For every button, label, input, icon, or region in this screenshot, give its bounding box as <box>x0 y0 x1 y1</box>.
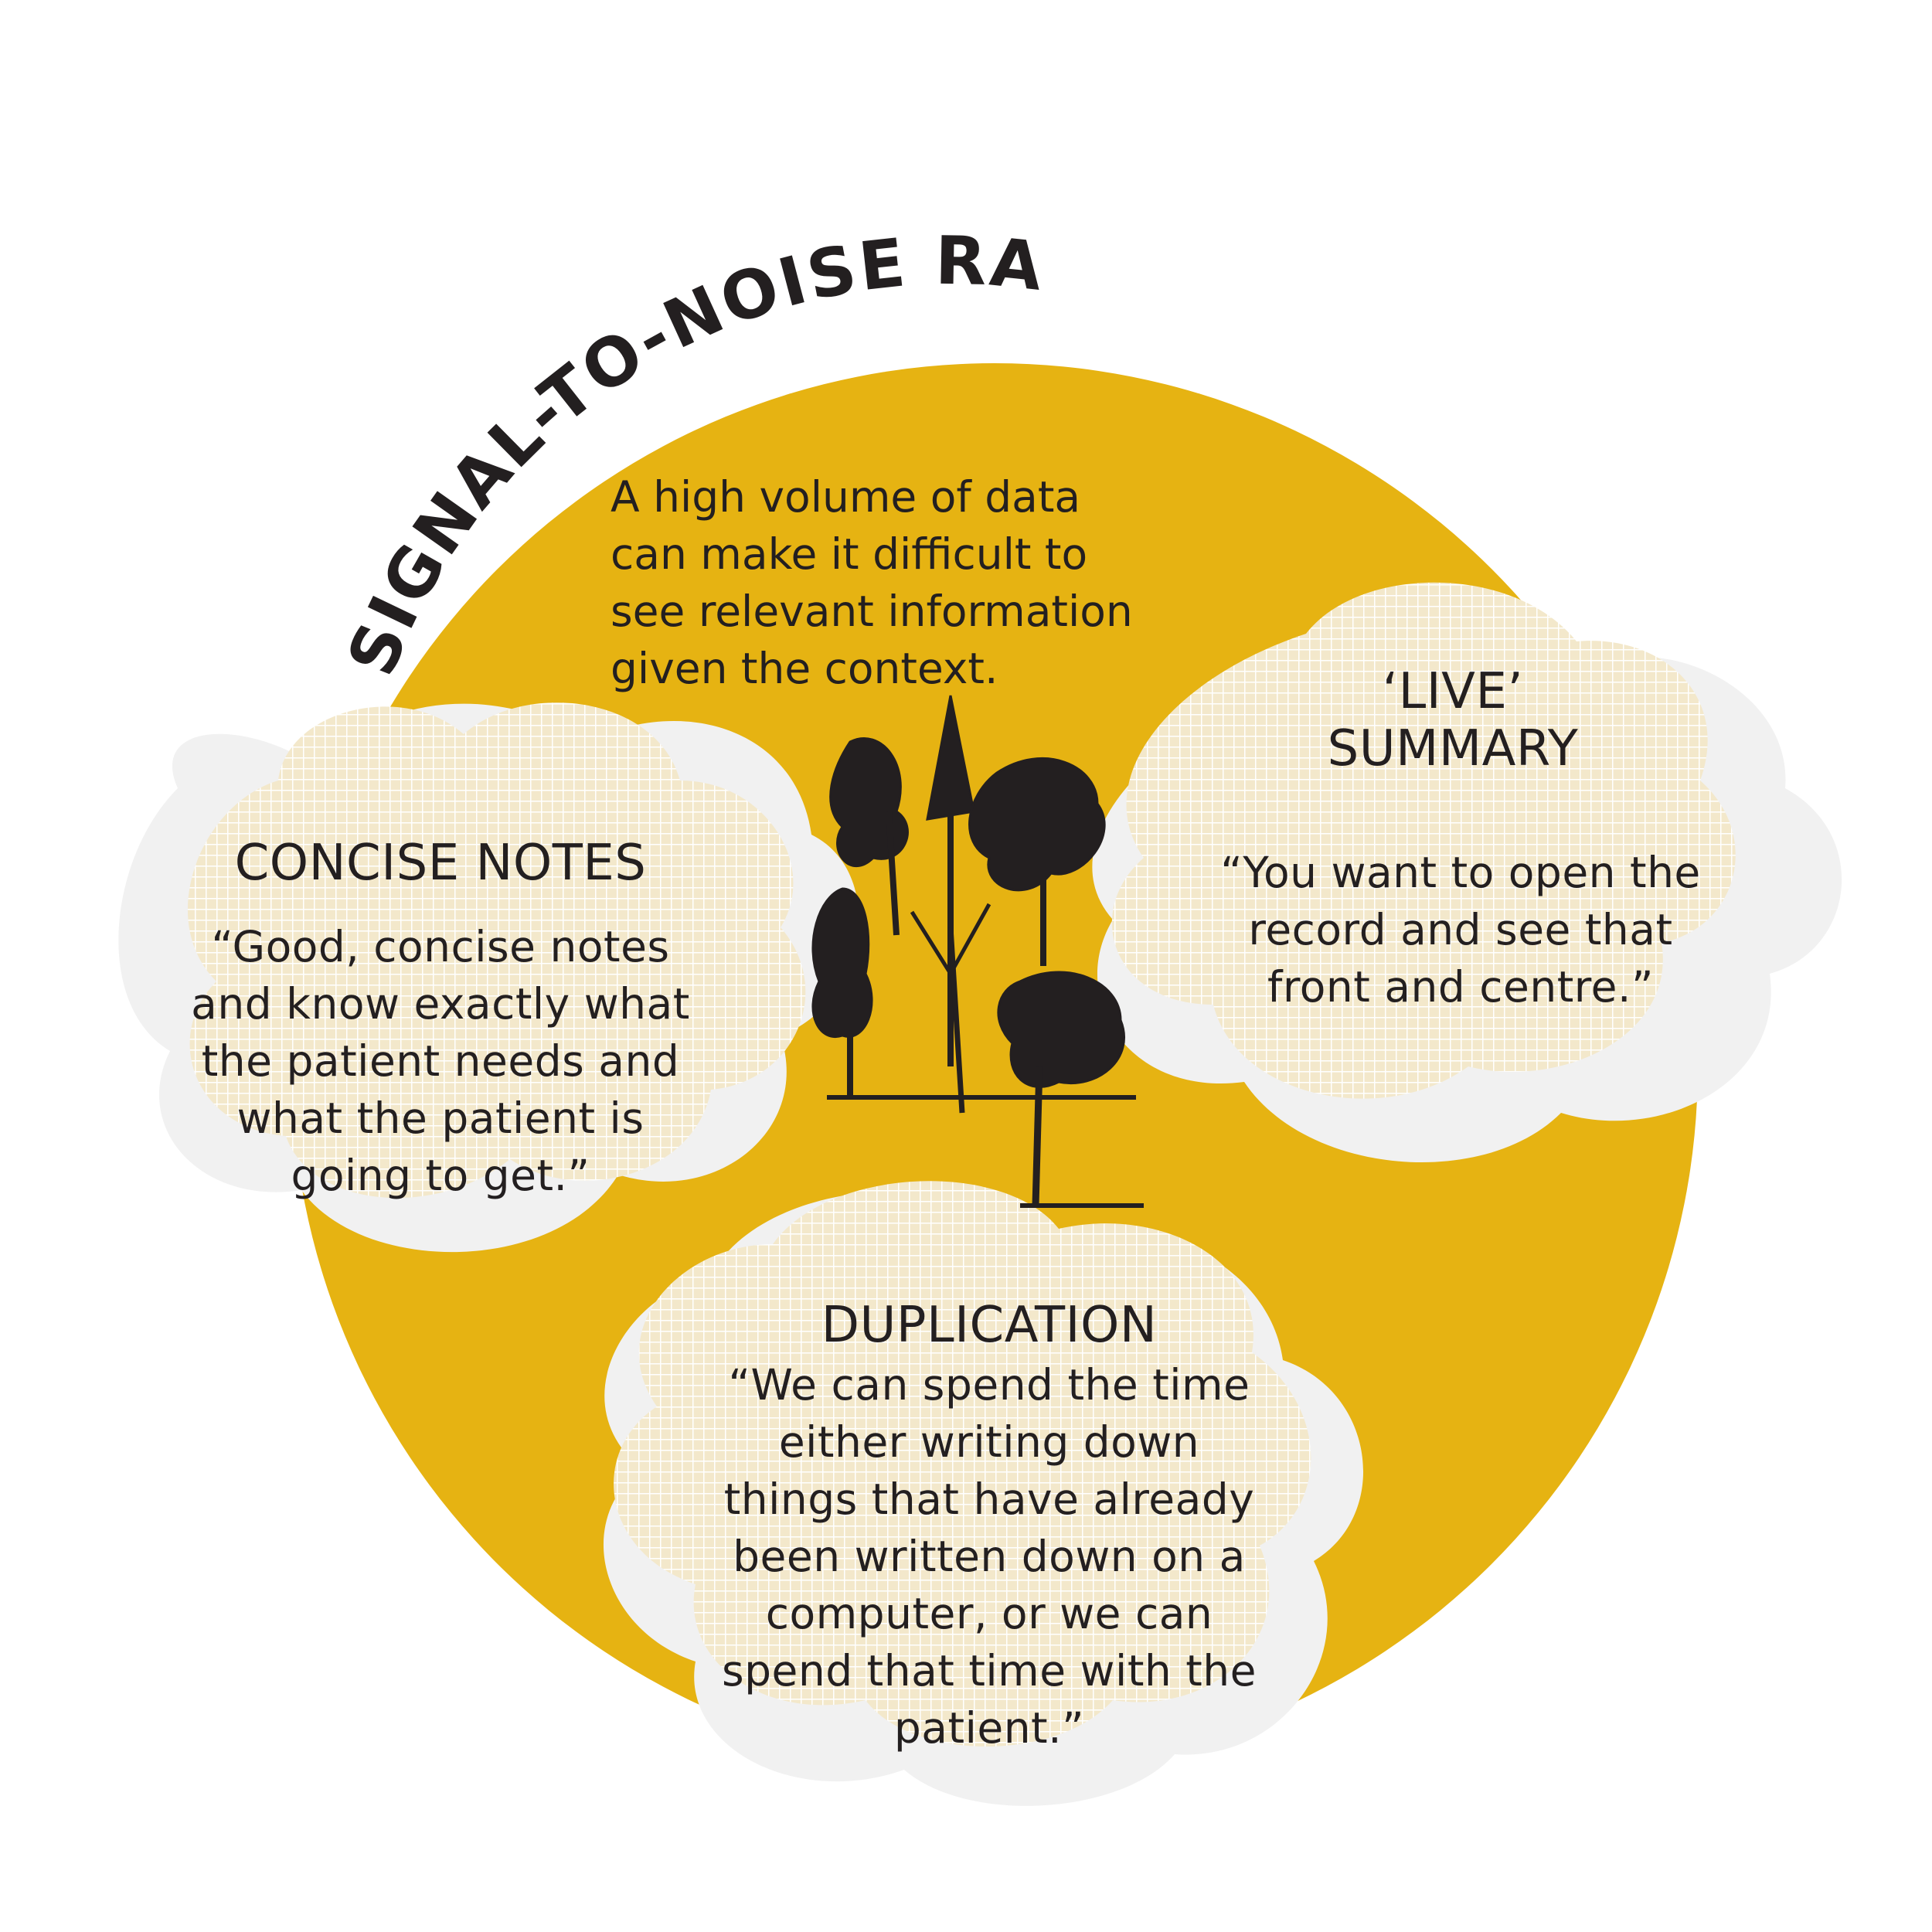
live-summary-quote: “You want to open the record and see tha… <box>1220 848 1701 1012</box>
concise-notes-heading: CONCISE NOTES <box>234 835 647 892</box>
concise-notes-quote: “Good, concise notes and know exactly wh… <box>191 922 690 1200</box>
live-summary-heading: ‘LIVE’ SUMMARY <box>1327 663 1579 777</box>
intro-text: A high volume of data can make it diffic… <box>611 472 1133 693</box>
cloud-duplication <box>603 1181 1364 1806</box>
cloud-concise-notes <box>118 702 859 1253</box>
cloud-live-summary <box>1092 582 1842 1163</box>
duplication-quote: “We can spend the time either writing do… <box>721 1360 1257 1753</box>
trees-illustration <box>811 695 1144 1208</box>
duplication-heading: DUPLICATION <box>821 1297 1158 1354</box>
